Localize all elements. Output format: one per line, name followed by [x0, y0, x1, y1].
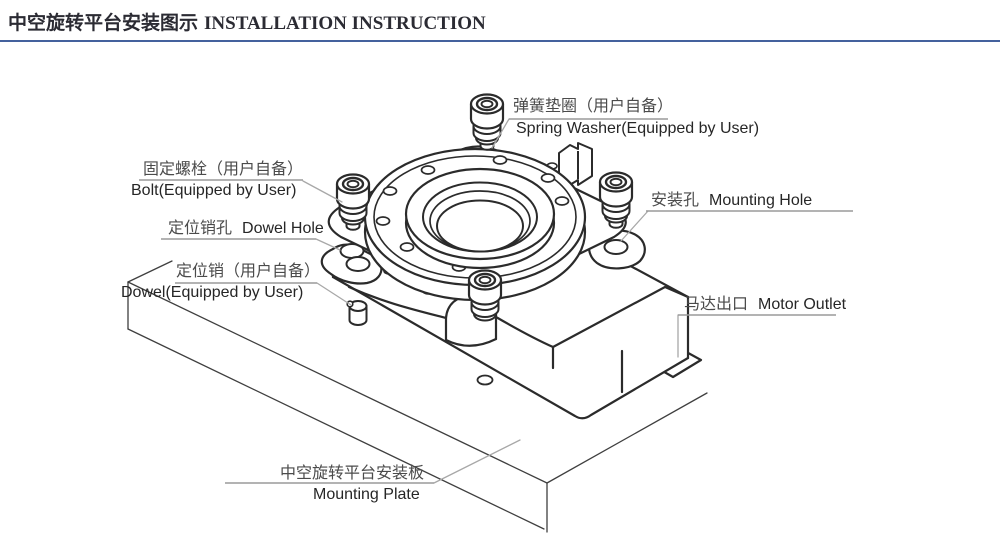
label-motor-outlet-en: Motor Outlet [758, 296, 847, 313]
leader-lines [302, 118, 679, 484]
mounting-plate-drawing [127, 260, 708, 533]
left-ear-drawing [320, 243, 383, 285]
flange-cylinder-drawing [363, 147, 587, 302]
label-dowel-hole: 定位销孔 Dowel Hole [168, 219, 324, 238]
label-mounting-plate-cn: 中空旋转平台安装板 [280, 463, 425, 482]
bolt-top-drawing [469, 93, 505, 151]
leader-dowel-hole [315, 238, 341, 251]
leader-mounting-plate [433, 439, 521, 484]
label-motor-outlet-cn: 马达出口 [684, 294, 749, 313]
label-dowel-en: Dowel(Equipped by User) [121, 284, 304, 301]
label-mounting-hole-cn: 安装孔 [651, 190, 700, 209]
bolt-left-drawing [335, 173, 371, 231]
rear-bracket-drawing [558, 142, 593, 187]
leader-dowel [316, 282, 352, 306]
label-bolt-cn: 固定螺栓（用户自备） [143, 159, 304, 178]
label-mounting-hole: 安装孔 Mounting Hole [651, 191, 812, 210]
label-spring-washer-cn: 弹簧垫圈（用户自备） [513, 96, 674, 115]
leader-spring-washer [491, 118, 510, 149]
bolt-front-drawing [467, 269, 503, 322]
label-mounting-hole-en: Mounting Hole [709, 192, 813, 209]
label-dowel-cn: 定位销（用户自备） [176, 261, 321, 280]
label-spring-washer-en: Spring Washer(Equipped by User) [516, 120, 760, 137]
label-motor-outlet: 马达出口 Motor Outlet [684, 295, 846, 314]
leader-bolt [302, 180, 343, 203]
label-bolt-en: Bolt(Equipped by User) [131, 182, 297, 199]
label-underlines [139, 118, 853, 484]
title-divider [0, 40, 1000, 42]
leader-mounting-hole [620, 210, 649, 242]
label-dowel-hole-en: Dowel Hole [242, 220, 324, 237]
dowel-pin-drawing [346, 300, 368, 326]
label-dowel-hole-cn: 定位销孔 [168, 218, 233, 237]
label-mounting-plate-en: Mounting Plate [313, 486, 420, 503]
mounting-hole-drawing [603, 239, 629, 255]
page-title-en: INSTALLATION INSTRUCTION [204, 13, 486, 34]
bolt-right-drawing [598, 171, 634, 229]
page-title-cn: 中空旋转平台安装图示 [8, 12, 199, 34]
